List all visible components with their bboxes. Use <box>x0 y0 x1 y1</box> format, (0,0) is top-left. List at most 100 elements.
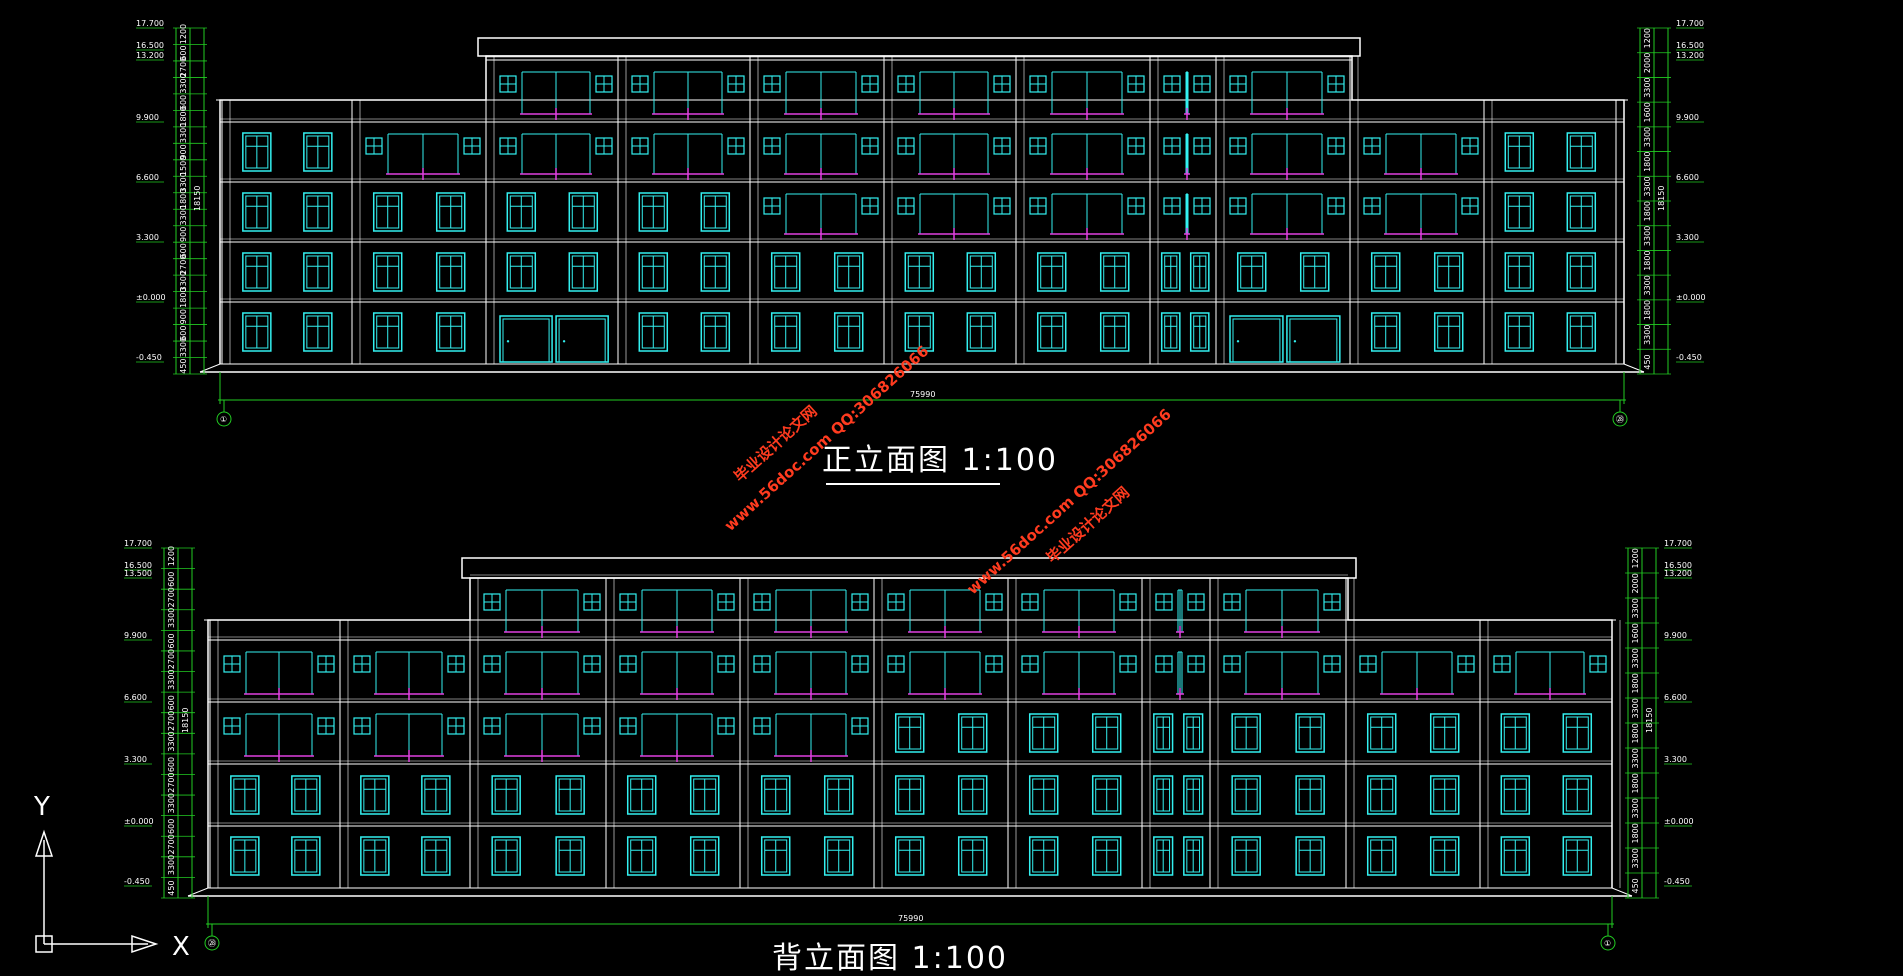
total-height-value: 18150 <box>1657 186 1666 211</box>
small-window <box>223 655 241 673</box>
dim-value: 1800 <box>1631 823 1640 843</box>
window-frame <box>435 312 466 352</box>
small-window <box>619 593 637 611</box>
window-frame <box>1504 132 1535 172</box>
balcony-bay <box>483 589 601 638</box>
dim-value: 3300 <box>1631 848 1640 868</box>
window-frame <box>303 252 333 292</box>
level-mark: 3.300 <box>1676 233 1699 242</box>
balcony-bay <box>223 713 335 762</box>
window <box>833 312 864 352</box>
window-frame <box>242 312 272 352</box>
small-window <box>447 655 465 673</box>
ucs-x-label: X <box>172 932 190 962</box>
window <box>833 252 864 292</box>
small-window <box>583 717 601 735</box>
dim-value: 3300 <box>1631 698 1640 718</box>
window-frame <box>1500 713 1531 753</box>
window <box>638 312 669 352</box>
window-frame <box>291 836 321 876</box>
window-frame <box>894 836 925 876</box>
dim-value: 600 <box>179 326 188 341</box>
window <box>638 252 669 292</box>
window-frame <box>506 192 537 232</box>
plinth <box>199 363 1645 373</box>
small-window <box>353 655 371 673</box>
window-frame <box>1295 836 1325 876</box>
overall-dim-label: 75990 <box>910 390 935 399</box>
small-window <box>1163 75 1181 93</box>
small-window <box>1021 593 1039 611</box>
small-window <box>985 655 1003 673</box>
small-window <box>1323 655 1341 673</box>
dim-value: 600 <box>167 819 176 834</box>
total-height-value: 18150 <box>1645 708 1654 733</box>
window <box>1183 836 1204 876</box>
window-frame <box>1091 775 1122 815</box>
window <box>230 836 260 876</box>
window-frame <box>435 252 466 292</box>
window-frame <box>1183 836 1204 876</box>
window-frame <box>904 252 935 292</box>
dim-value: 2000 <box>1631 573 1640 593</box>
window-frame <box>626 775 657 815</box>
window <box>491 775 521 815</box>
dim-value: 600 <box>167 633 176 648</box>
level-mark: 16.500 <box>136 41 164 50</box>
window <box>689 836 720 876</box>
small-window <box>1323 593 1341 611</box>
window <box>1153 836 1174 876</box>
balcony-bay <box>1155 651 1205 700</box>
level-mark: 17.700 <box>124 539 152 548</box>
window <box>894 775 925 815</box>
entrance-door <box>1229 315 1284 363</box>
balcony-bay <box>1229 193 1345 240</box>
window <box>823 775 854 815</box>
small-window <box>1029 137 1047 155</box>
window-frame <box>957 836 988 876</box>
level-mark: 17.700 <box>136 19 164 28</box>
window-frame <box>1366 836 1397 876</box>
window-frame <box>1091 713 1122 753</box>
small-window <box>851 717 869 735</box>
window-frame <box>360 836 390 876</box>
window <box>568 252 599 292</box>
window-frame <box>360 775 390 815</box>
window <box>1504 132 1535 172</box>
dim-value: 3300 <box>1643 176 1652 196</box>
window-frame <box>1153 713 1174 753</box>
window <box>1036 252 1067 292</box>
level-mark: -0.450 <box>1664 877 1690 886</box>
level-mark: 13.200 <box>1676 51 1704 60</box>
dim-value: 900 <box>179 227 188 242</box>
small-window <box>1461 197 1479 215</box>
window <box>1295 775 1325 815</box>
dim-value: 3300 <box>179 172 188 192</box>
small-window <box>727 75 745 93</box>
balcony-bay <box>763 71 879 120</box>
small-window <box>851 655 869 673</box>
small-window <box>1461 137 1479 155</box>
window-frame <box>1500 775 1531 815</box>
window <box>1189 312 1210 352</box>
dim-value: 900 <box>179 144 188 159</box>
window-frame <box>555 775 585 815</box>
balcony-bay <box>499 133 613 180</box>
window <box>1028 775 1059 815</box>
window-frame <box>491 836 521 876</box>
window <box>1370 252 1401 292</box>
level-mark: ±0.000 <box>136 293 166 302</box>
total-height-value: 18150 <box>193 186 202 211</box>
dim-value: 1800 <box>1631 673 1640 693</box>
dim-value: 2700 <box>179 57 188 77</box>
small-window <box>1029 197 1047 215</box>
small-window <box>447 717 465 735</box>
balcony-bay <box>763 193 879 240</box>
small-window <box>1127 137 1145 155</box>
level-mark: 6.600 <box>1664 693 1687 702</box>
window-frame <box>1433 252 1464 292</box>
dim-value: 600 <box>179 95 188 110</box>
dim-value: 3300 <box>167 793 176 813</box>
small-window <box>717 655 735 673</box>
